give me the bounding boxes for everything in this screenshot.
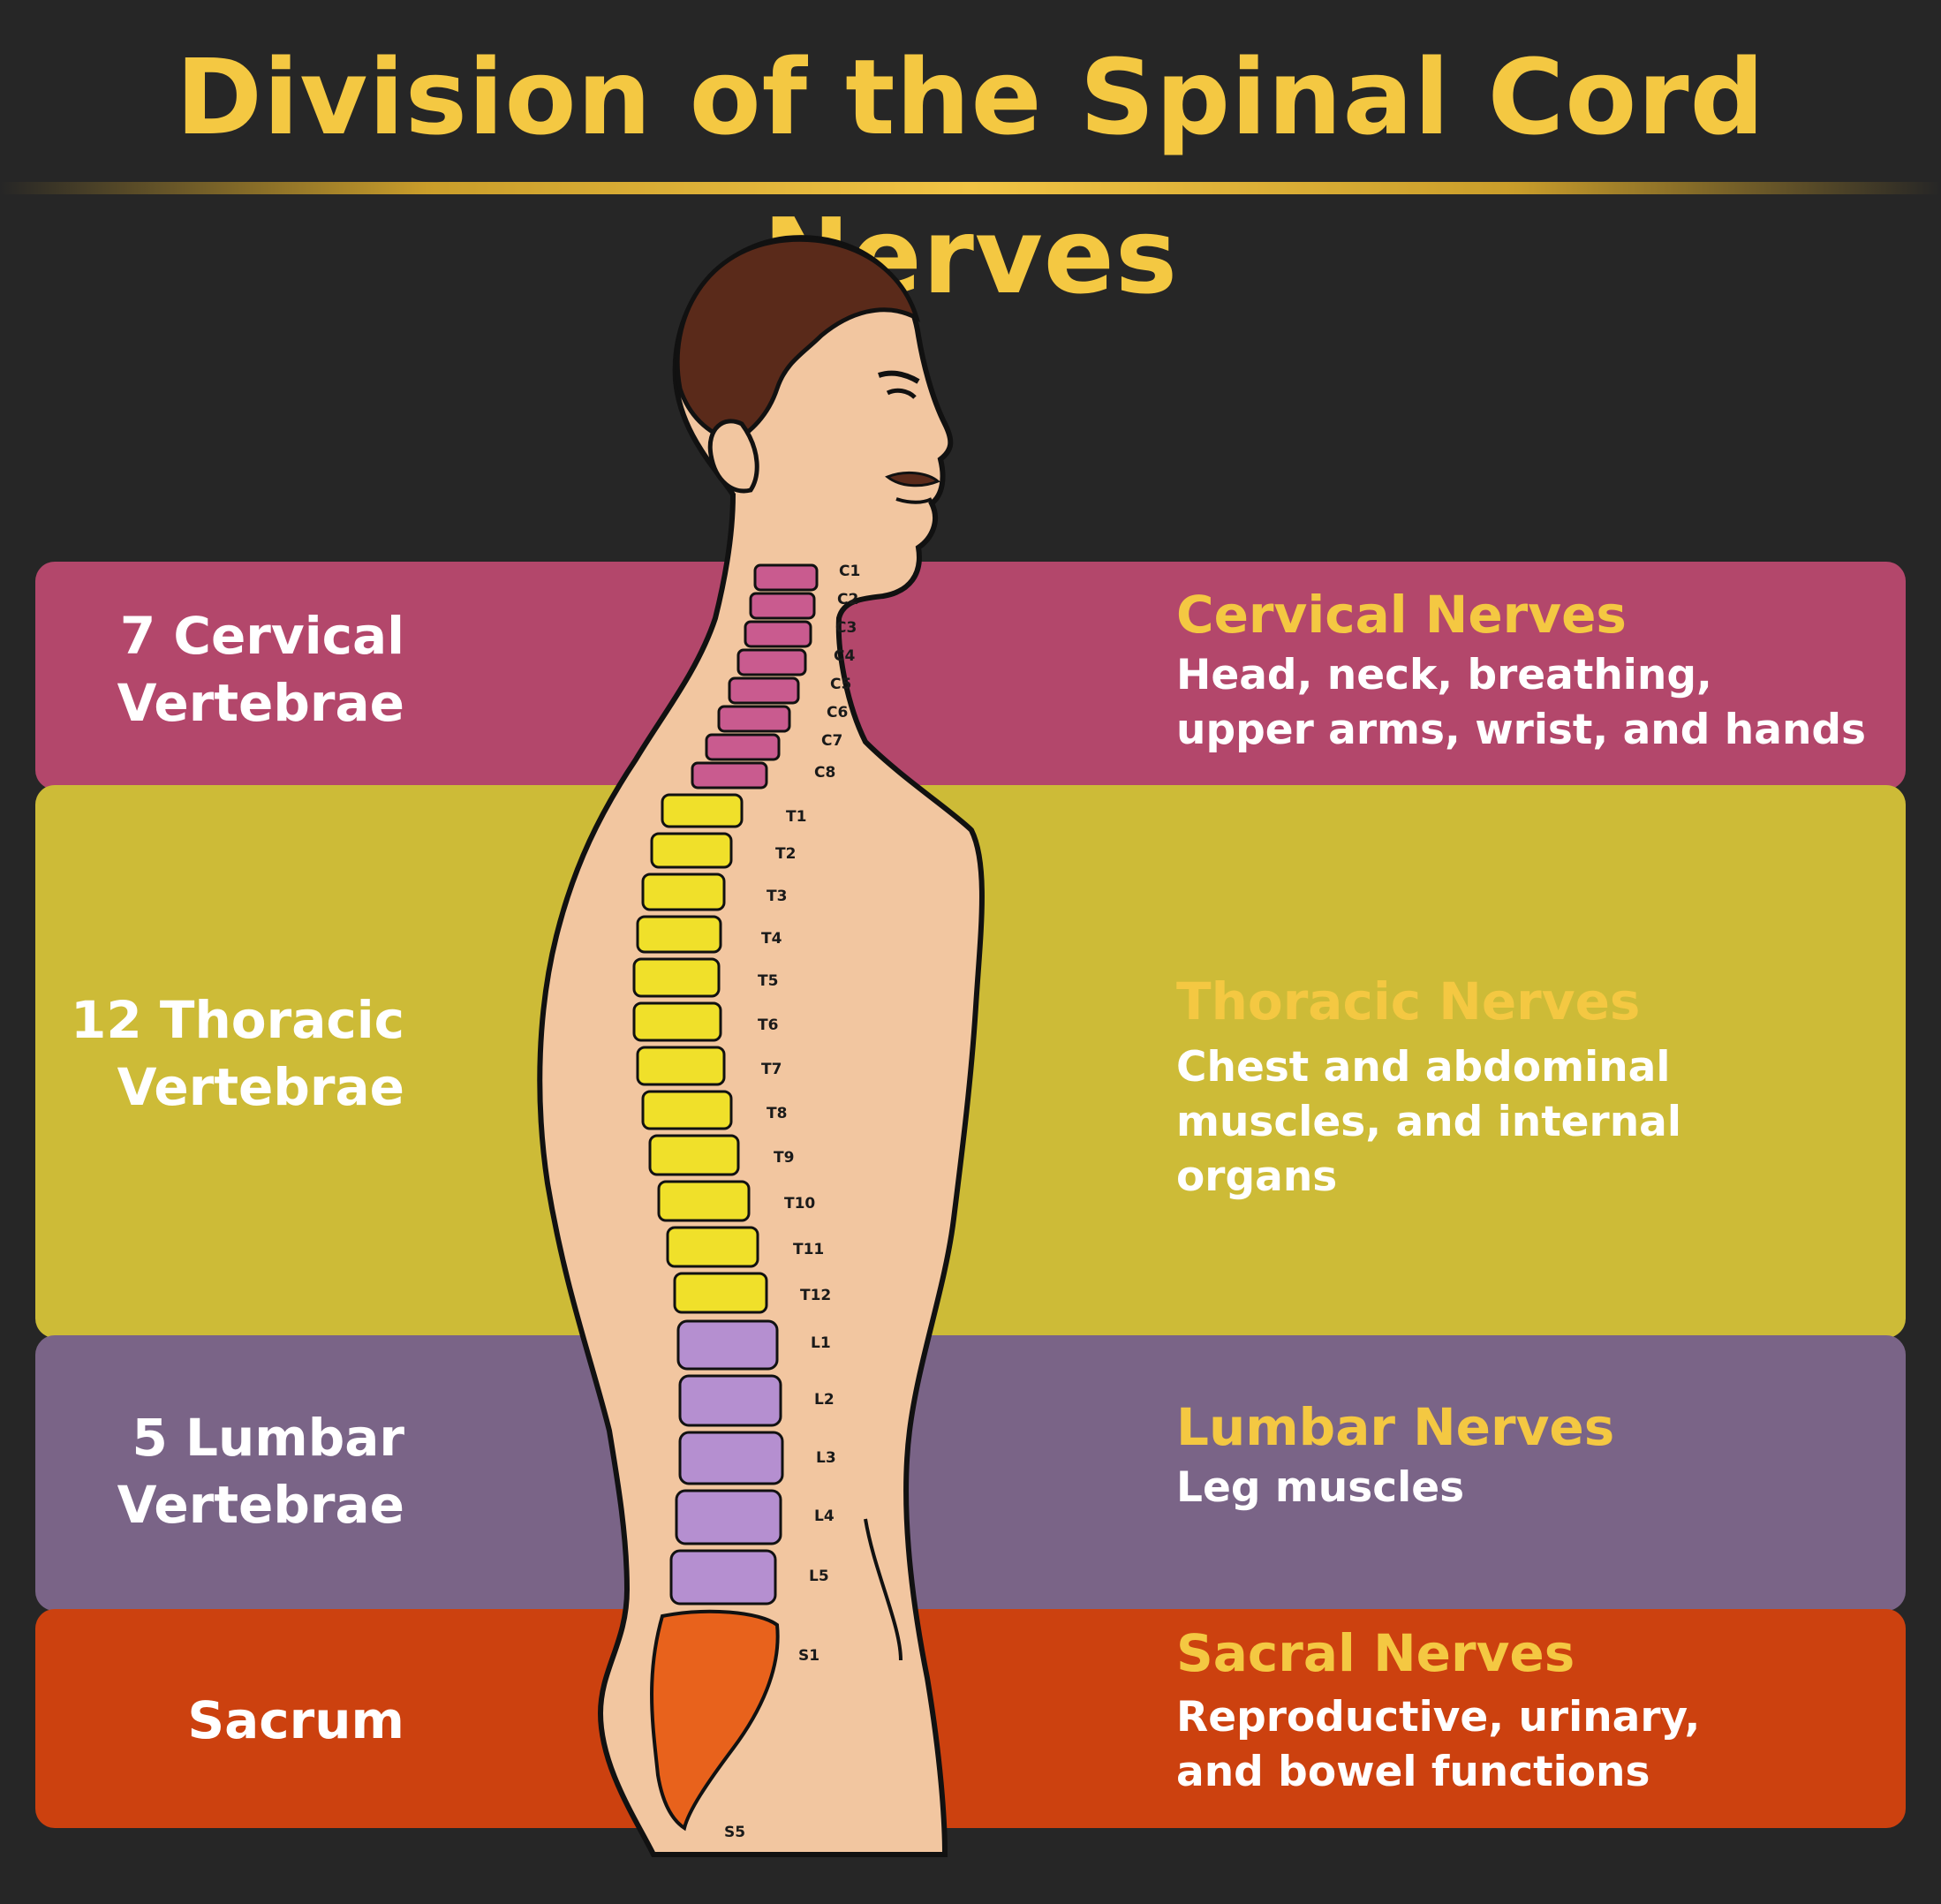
- ear: [707, 419, 759, 494]
- cervical-vertebrae-line-1: 7 Cervical: [119, 606, 404, 666]
- label-t12: T12: [800, 1287, 831, 1304]
- sacrum-label: Sacrum: [51, 1687, 404, 1754]
- label-t3: T3: [767, 888, 787, 905]
- thoracic-desc-line-3: organs: [1176, 1152, 1338, 1201]
- sacral-desc-line-2: and bowel functions: [1176, 1748, 1650, 1796]
- sacrum-line-1: Sacrum: [187, 1690, 404, 1750]
- mustache: [885, 471, 940, 487]
- lumbar-vertebrae-line-1: 5 Lumbar: [132, 1408, 405, 1468]
- spine-labels: C1 C2 C3 C4 C5 C6 C7 C8 T1 T2 T3 T4 T5 T…: [724, 563, 860, 1841]
- human-spine-figure: C1 C2 C3 C4 C5 C6 C7 C8 T1 T2 T3 T4 T5 T…: [537, 235, 985, 1857]
- label-l2: L2: [814, 1391, 835, 1409]
- page-title: Division of the Spinal Cord Nerves: [176, 36, 1765, 317]
- lumbar-vertebrae-line-2: Vertebrae: [117, 1475, 404, 1535]
- cervical-nerves-block: Cervical Nerves Head, neck, breathing, u…: [1176, 581, 1883, 758]
- label-c2: C2: [837, 591, 858, 608]
- abdomen-line: [864, 1518, 903, 1661]
- sacral-nerves-description: Reproductive, urinary, and bowel functio…: [1176, 1690, 1883, 1800]
- label-t11: T11: [793, 1241, 824, 1258]
- label-c6: C6: [827, 704, 848, 722]
- label-t10: T10: [784, 1195, 815, 1213]
- body-silhouette: [537, 235, 985, 1857]
- label-t2: T2: [775, 845, 796, 863]
- sacral-nerves-block: Sacral Nerves Reproductive, urinary, and…: [1176, 1620, 1883, 1800]
- cervical-vertebrae-line-2: Vertebrae: [117, 673, 404, 733]
- label-t9: T9: [774, 1149, 794, 1167]
- sacral-band: [35, 1609, 1906, 1828]
- thoracic-nerves-description: Chest and abdominal muscles, and interna…: [1176, 1040, 1883, 1205]
- label-l1: L1: [811, 1334, 831, 1352]
- label-c5: C5: [830, 676, 851, 693]
- cervical-nerves-title: Cervical Nerves: [1176, 585, 1627, 645]
- label-t7: T7: [761, 1061, 782, 1078]
- lumbar-desc-line-1: Leg muscles: [1176, 1463, 1465, 1512]
- sacral-desc-line-1: Reproductive, urinary,: [1176, 1693, 1701, 1742]
- thoracic-desc-line-1: Chest and abdominal: [1176, 1043, 1671, 1092]
- eyebrow: [878, 370, 920, 384]
- label-c4: C4: [834, 647, 855, 665]
- lumbar-band: [35, 1335, 1906, 1611]
- thoracic-vertebrae-line-1: 12 Thoracic: [71, 990, 404, 1050]
- thoracic-spine: [632, 793, 768, 1314]
- lumbar-vertebrae-label: 5 Lumbar Vertebrae: [51, 1404, 404, 1538]
- cervical-spine: [691, 563, 819, 790]
- label-c8: C8: [814, 764, 835, 782]
- lumbar-spine: [669, 1319, 784, 1606]
- label-s5: S5: [724, 1824, 745, 1841]
- cervical-band: [35, 562, 1906, 790]
- label-c7: C7: [821, 732, 842, 750]
- mouth: [895, 497, 933, 504]
- eye: [886, 388, 917, 399]
- label-l5: L5: [809, 1568, 829, 1585]
- sacral-nerves-title: Sacral Nerves: [1176, 1623, 1575, 1683]
- label-t4: T4: [761, 930, 782, 948]
- lumbar-nerves-block: Lumbar Nerves Leg muscles: [1176, 1394, 1883, 1515]
- title-underline: [0, 182, 1941, 194]
- label-l4: L4: [814, 1507, 835, 1525]
- label-t6: T6: [758, 1016, 778, 1034]
- thoracic-vertebrae-label: 12 Thoracic Vertebrae: [51, 986, 404, 1121]
- sacrum-spine: [650, 1609, 780, 1832]
- label-c3: C3: [835, 619, 857, 637]
- label-c1: C1: [839, 563, 860, 580]
- label-t1: T1: [786, 808, 806, 826]
- label-s1: S1: [798, 1647, 819, 1665]
- thoracic-vertebrae-line-2: Vertebrae: [117, 1057, 404, 1117]
- cervical-desc-line-2: upper arms, wrist, and hands: [1176, 706, 1867, 754]
- cervical-vertebrae-label: 7 Cervical Vertebrae: [51, 602, 404, 737]
- cervical-nerves-description: Head, neck, breathing, upper arms, wrist…: [1176, 648, 1883, 758]
- label-t8: T8: [767, 1105, 787, 1122]
- thoracic-nerves-block: Thoracic Nerves Chest and abdominal musc…: [1176, 968, 1883, 1205]
- lumbar-nerves-description: Leg muscles: [1176, 1461, 1883, 1515]
- label-l3: L3: [816, 1449, 836, 1467]
- cervical-desc-line-1: Head, neck, breathing,: [1176, 651, 1712, 699]
- thoracic-desc-line-2: muscles, and internal: [1176, 1098, 1682, 1146]
- lumbar-nerves-title: Lumbar Nerves: [1176, 1397, 1615, 1457]
- label-t5: T5: [758, 972, 778, 990]
- thoracic-nerves-title: Thoracic Nerves: [1176, 971, 1641, 1031]
